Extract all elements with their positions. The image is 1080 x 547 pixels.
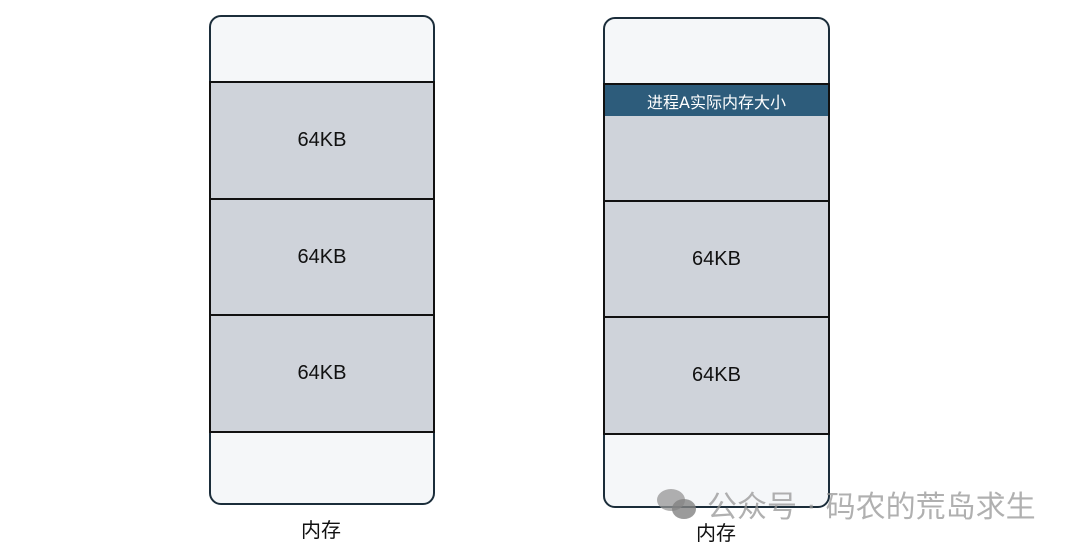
watermark: 公众号 · 码农的荒岛求生 bbox=[655, 482, 1036, 526]
block-size-label: 64KB bbox=[692, 248, 741, 270]
memory-block: 64KB bbox=[603, 316, 830, 435]
memory-block: 64KB bbox=[603, 200, 830, 319]
block-size-label: 64KB bbox=[297, 246, 347, 268]
watermark-text: 公众号 · 码农的荒岛求生 bbox=[707, 490, 1036, 525]
wechat-icon bbox=[657, 489, 696, 519]
memory-label-right: 内存 bbox=[696, 521, 736, 545]
memory-block: 64KB bbox=[209, 314, 435, 433]
memory-block: 64KB bbox=[209, 81, 435, 200]
block-size-label: 64KB bbox=[297, 129, 347, 151]
block-size-label: 64KB bbox=[297, 362, 347, 384]
block-size-label: 64KB bbox=[692, 364, 741, 386]
memory-block: 64KB bbox=[209, 198, 435, 317]
memory-container-right: 进程A实际内存大小 64KB 64KB bbox=[603, 17, 830, 508]
memory-label-left: 内存 bbox=[301, 518, 341, 542]
memory-container-left: 64KB 64KB 64KB bbox=[209, 15, 435, 505]
memory-block-partial: 进程A实际内存大小 bbox=[603, 83, 830, 203]
process-a-actual-size-band: 进程A实际内存大小 bbox=[605, 85, 828, 116]
